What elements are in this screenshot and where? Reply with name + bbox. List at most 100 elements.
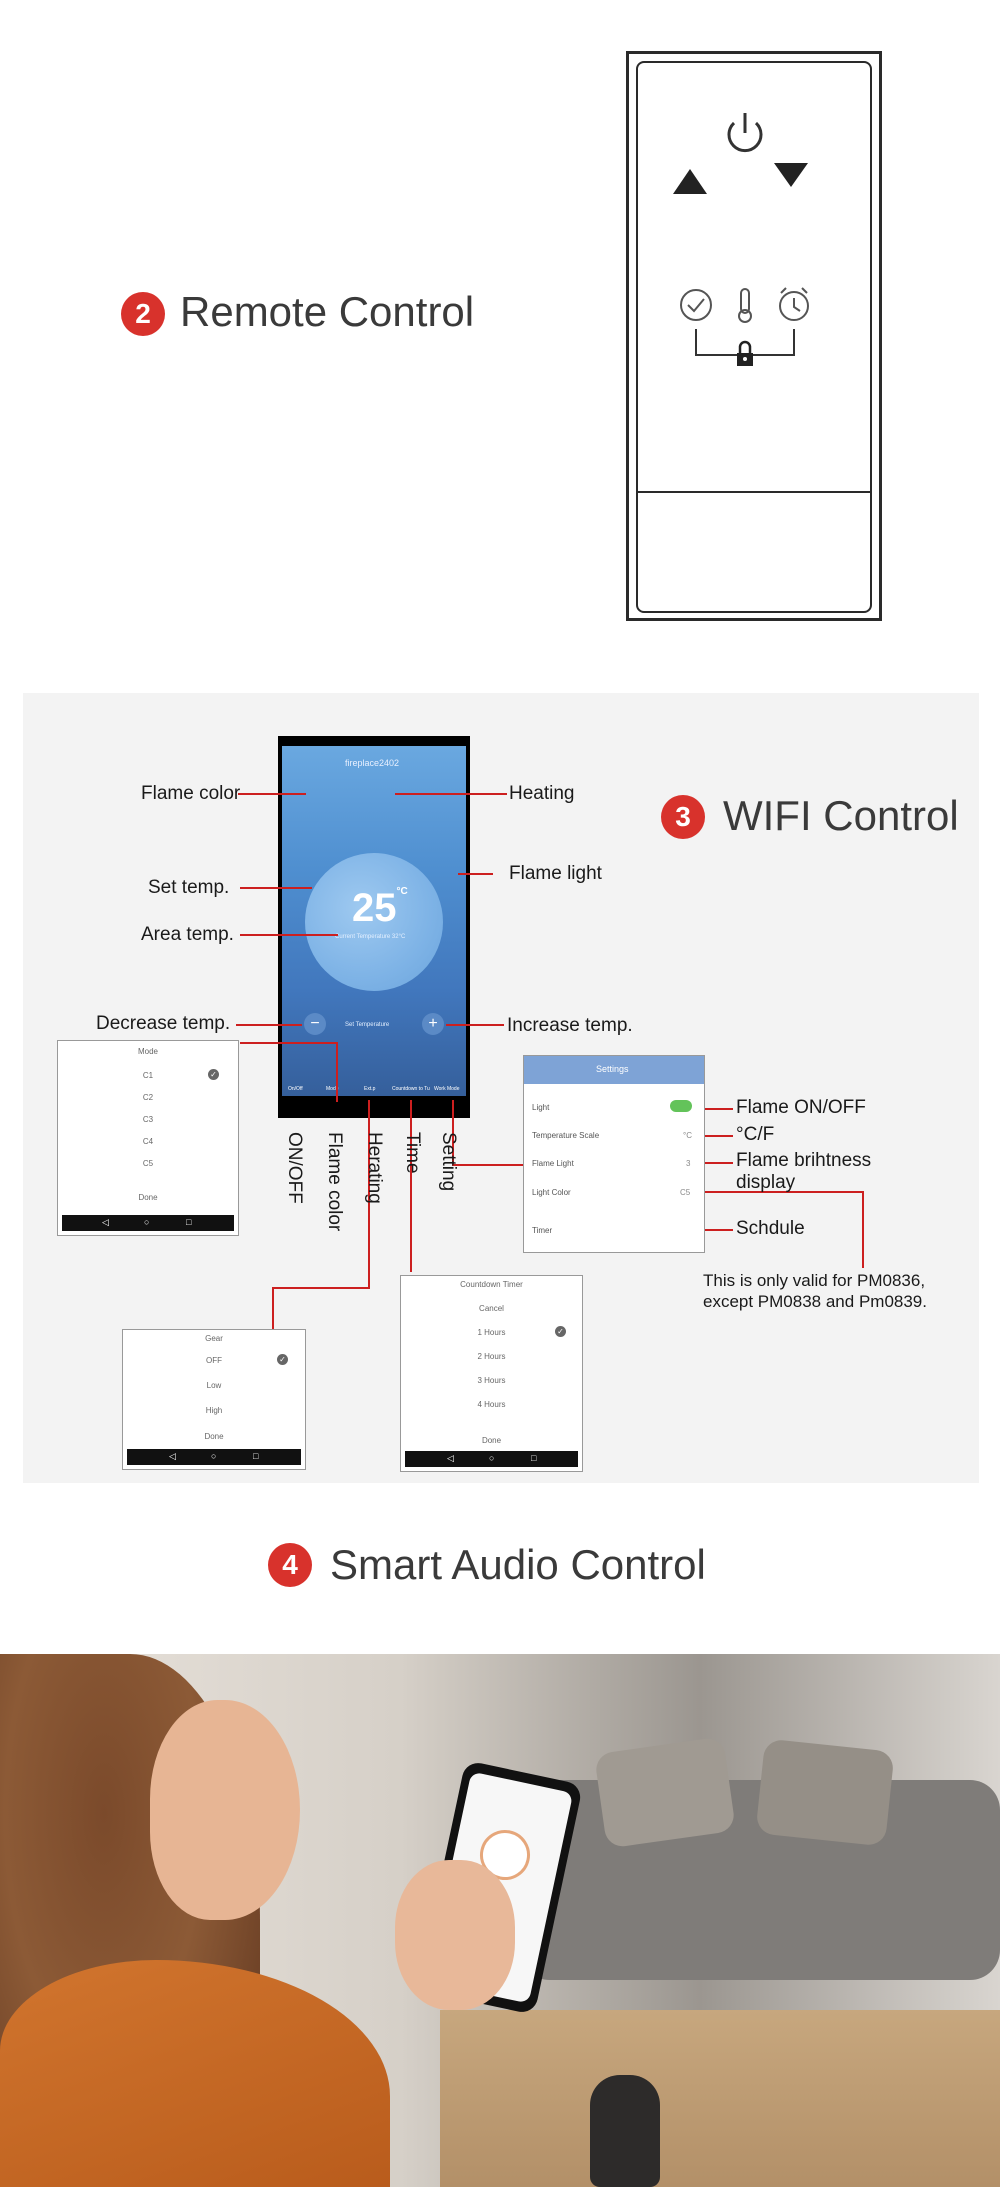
check-circle-icon [680,289,712,321]
callout-line [410,1100,412,1272]
popup-option[interactable]: C3 [142,1115,154,1124]
alarm-clock-icon [779,287,809,321]
callout-line [452,1100,454,1166]
label-herating: Herating [364,1132,385,1204]
settings-row-light-color[interactable]: Light Color [532,1188,571,1197]
label-flame-color: Flame color [141,783,241,804]
tab-work-mode[interactable]: Work Mode [434,1086,460,1092]
section-title-remote: Remote Control [180,288,475,335]
popup-done-button[interactable]: Done [138,1193,158,1202]
heating-popup: Gear OFF ✓ Low High Done ◁○□ [122,1329,306,1470]
decrease-temp-button[interactable]: − [304,1013,326,1035]
tab-countdown[interactable]: Countdown to Tu [392,1086,430,1092]
label-set-temp: Set temp. [148,877,230,898]
section-title-audio: Smart Audio Control [330,1541,706,1588]
callout-line [272,1287,370,1289]
callout-line [238,793,306,795]
android-nav-bar: ◁○□ [405,1451,578,1467]
photo-woman-face [150,1700,300,1920]
set-temperature-value: 25°C [352,886,408,930]
label-celsius-fahrenheit: °C/F [736,1124,775,1145]
callout-line [240,934,338,936]
callout-line [395,793,507,795]
popup-title: Countdown Timer [460,1280,523,1289]
popup-option[interactable]: Cancel [479,1304,504,1313]
settings-row-timer[interactable]: Timer [532,1226,553,1235]
settings-title: Settings [596,1064,629,1074]
set-temperature-label: Set Temperature [345,1022,390,1028]
label-schedule: Schdule [736,1218,805,1239]
popup-option[interactable]: 3 Hours [477,1376,506,1385]
check-icon: ✓ [208,1069,219,1080]
settings-screen [523,1055,705,1253]
callout-line [688,1191,864,1193]
label-time: Time [402,1132,423,1174]
popup-option[interactable]: 2 Hours [477,1352,506,1361]
up-arrow-icon [673,169,707,194]
popup-title: Gear [205,1334,223,1343]
callout-line [446,1024,504,1026]
settings-header [524,1056,704,1084]
check-icon: ✓ [555,1326,566,1337]
phone-title: fireplace2402 [345,758,400,768]
tab-ext[interactable]: Ext.p [364,1086,376,1092]
label-flame-on-off: Flame ON/OFF [736,1097,866,1118]
callout-line [452,1164,524,1166]
smart-speaker [590,2075,660,2187]
photo-table [440,2010,1000,2187]
popup-option[interactable]: C5 [142,1159,154,1168]
remote-control-face [636,61,872,613]
settings-row-temperature-scale[interactable]: Temperature Scale [532,1131,600,1140]
timer-popup: Countdown Timer Cancel 1 Hours ✓ 2 Hours… [400,1275,583,1472]
remote-divider [636,491,872,493]
popup-option[interactable]: C2 [142,1093,154,1102]
footnote: This is only valid for PM0836,except PM0… [703,1271,927,1311]
label-area-temp: Area temp. [141,924,234,945]
section-number-badge: 2 [121,292,165,336]
popup-option[interactable]: 4 Hours [477,1400,506,1409]
photo-woman-hand [395,1860,515,2010]
label-setting: Setting [438,1132,459,1192]
callout-line [368,1100,370,1287]
increase-temp-button[interactable]: + [422,1013,444,1035]
popup-done-button[interactable]: Done [204,1432,224,1441]
label-flame-color-vertical: Flame color [324,1132,345,1232]
popup-option[interactable]: High [205,1406,223,1415]
android-nav-bar: ◁○□ [127,1449,301,1465]
label-flame-light: Flame light [509,863,602,884]
popup-title: Mode [137,1047,158,1056]
flame-color-popup: Mode C1 ✓ C2 C3 C4 C5 Done ◁○□ [57,1040,239,1236]
callout-line [688,1162,733,1164]
light-toggle[interactable] [670,1100,692,1112]
section-title-wifi: WIFI Control [723,792,959,839]
phone-tab-bar: On/Off Mode Ext.p Countdown to Tu Work M… [282,1062,466,1102]
popup-option[interactable]: 1 Hours [477,1328,506,1337]
tab-mode[interactable]: Mode [326,1086,339,1092]
label-on-off: ON/OFF [284,1132,305,1204]
callout-line [336,1042,338,1102]
callout-line [688,1229,733,1231]
area-temperature-text: Current Temperature 32°C [335,934,406,940]
power-icon [727,113,763,153]
callout-line [272,1287,274,1329]
check-icon: ✓ [277,1354,288,1365]
callout-line [862,1191,864,1268]
callout-line [236,1024,302,1026]
popup-option[interactable]: Low [206,1381,222,1390]
settings-row-flame-light[interactable]: Flame Light [532,1159,574,1168]
lock-icon [737,340,753,366]
photo-cushion [594,1736,736,1849]
popup-option[interactable]: OFF [206,1356,222,1365]
photo-cushion [755,1738,895,1847]
popup-option[interactable]: C1 [142,1071,154,1080]
settings-value: C5 [680,1188,691,1197]
popup-done-button[interactable]: Done [481,1436,502,1445]
label-decrease-temp: Decrease temp. [96,1013,231,1034]
settings-row-light[interactable]: Light [532,1103,550,1112]
popup-option[interactable]: C4 [142,1137,154,1146]
android-nav-bar: ◁○□ [62,1215,234,1231]
tab-on-off[interactable]: On/Off [288,1086,303,1092]
callout-line [688,1135,733,1137]
thermometer-icon [738,288,752,323]
